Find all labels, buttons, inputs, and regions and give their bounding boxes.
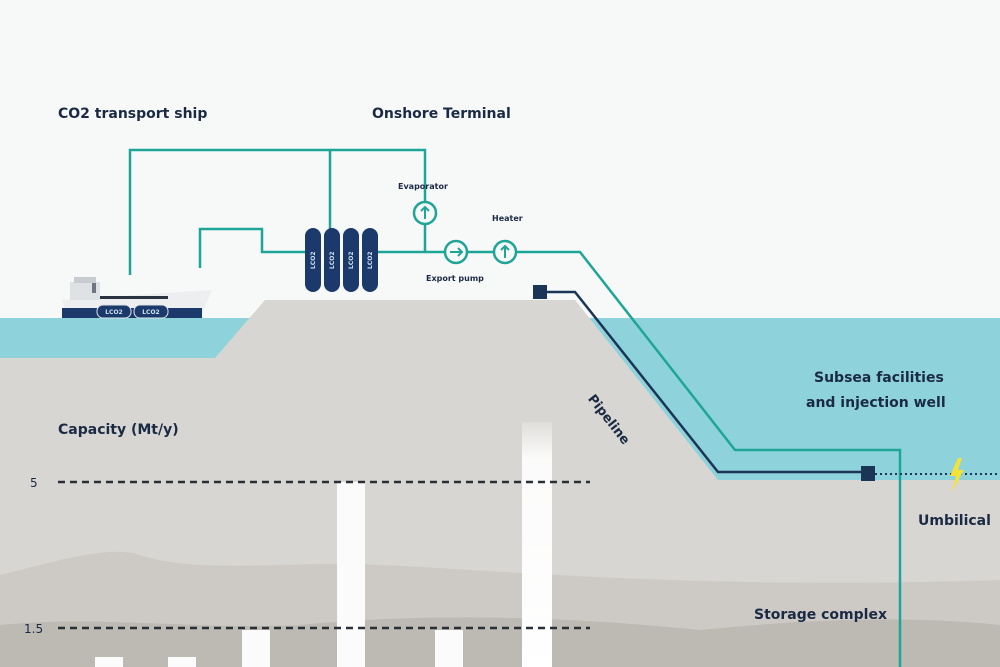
tank-label: LCO2: [329, 251, 336, 269]
tank-label: LCO2: [348, 251, 355, 269]
capacity-bar: [242, 630, 270, 667]
export-pump-label: Export pump: [426, 274, 484, 283]
lco2-tanks: [305, 228, 378, 292]
capacity-bar: [522, 422, 552, 667]
lightning-icon: [950, 458, 964, 492]
subsea-label-1: Subsea facilities: [814, 370, 944, 386]
ship-tank-label: LCO2: [142, 309, 160, 316]
umbilical-label: Umbilical: [918, 513, 991, 529]
capacity-tick-5: 5: [30, 476, 38, 490]
capacity-bar: [168, 657, 196, 667]
capacity-bar: [337, 482, 365, 667]
ship-icon: LCO2 LCO2: [62, 277, 212, 319]
evaporator-label: Evaporator: [398, 182, 448, 191]
capacity-bar: [95, 657, 123, 667]
capacity-tick-1-5: 1.5: [24, 622, 44, 636]
ship-label: CO2 transport ship: [58, 106, 208, 122]
sea-left: [0, 318, 260, 363]
tank-label: LCO2: [310, 251, 317, 269]
terminal-label: Onshore Terminal: [372, 106, 511, 122]
pipeline-line: [540, 290, 868, 474]
capacity-bar: [435, 630, 463, 667]
tank-label: LCO2: [367, 251, 374, 269]
pipeline-start-node: [533, 285, 547, 299]
subsea-label-2: and injection well: [806, 395, 946, 411]
subsea-node: [861, 466, 875, 481]
storage-label: Storage complex: [754, 607, 887, 623]
ship-tank-label: LCO2: [105, 309, 123, 316]
heater-label: Heater: [492, 214, 523, 223]
capacity-label: Capacity (Mt/y): [58, 422, 179, 438]
strata-layer: [0, 617, 1000, 667]
